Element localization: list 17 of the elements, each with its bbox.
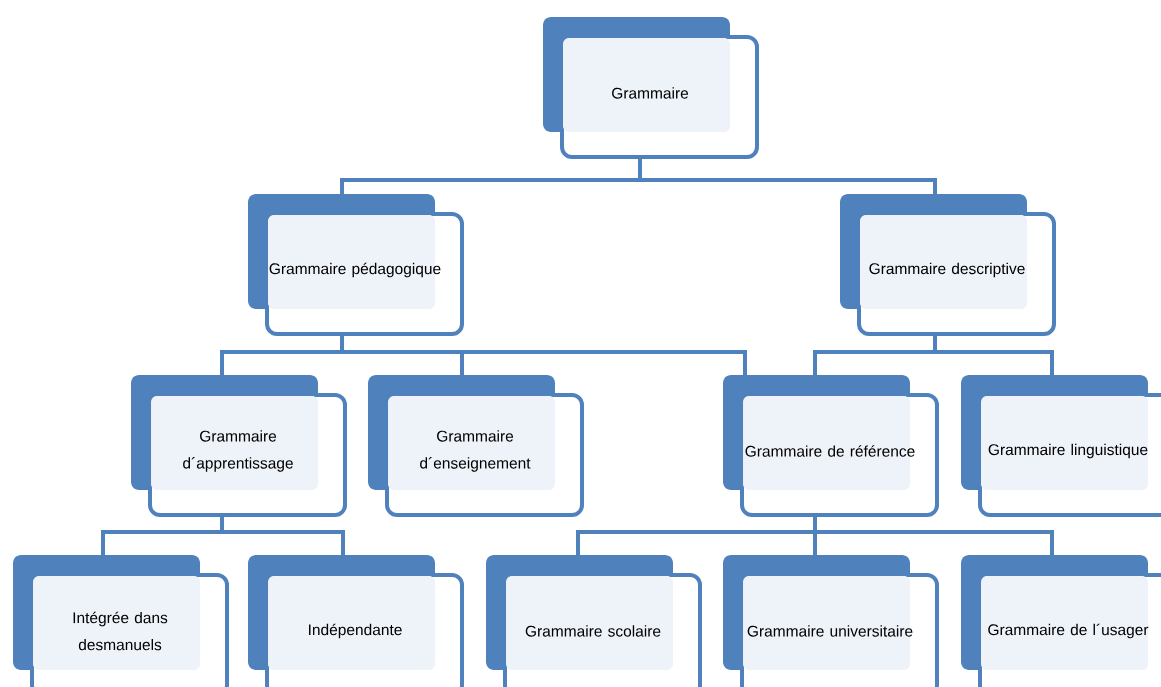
process-box: Grammaire universitaire <box>723 555 939 687</box>
process-box: Grammaire scolaire <box>486 555 702 687</box>
process-box: Intégrée dans desmanuels <box>13 555 229 687</box>
connector-line <box>638 159 937 194</box>
process-box: Grammaire descriptive <box>840 194 1056 336</box>
process-box: Grammaire pédagogique <box>248 194 464 336</box>
process-box: Grammaire de référence <box>723 375 939 517</box>
connector-line <box>340 336 747 375</box>
process-box: Grammaire d´enseignement <box>368 375 584 517</box>
process-box: Grammaire d´apprentissage <box>131 375 347 517</box>
connector-line <box>220 517 345 555</box>
process-box: Grammaire linguistique <box>961 375 1161 517</box>
process-box: Grammaire de l´usager <box>961 555 1161 687</box>
connector-line <box>933 336 1054 375</box>
connector-line <box>813 517 1054 555</box>
process-box: Grammaire <box>543 17 759 159</box>
process-box: Indépendante <box>248 555 464 687</box>
